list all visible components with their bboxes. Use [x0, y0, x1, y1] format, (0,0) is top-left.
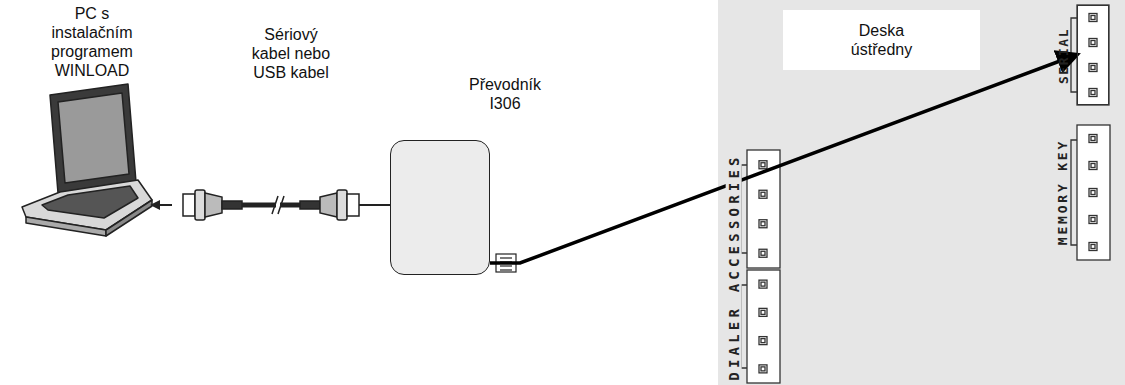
pin-square — [1089, 89, 1097, 97]
connection-arrow — [490, 55, 1076, 263]
pin-square — [761, 310, 765, 314]
connector-label: MEMORY KEY — [1055, 139, 1071, 245]
pin-square — [1089, 14, 1097, 22]
serial-cable — [183, 190, 390, 220]
laptop — [22, 84, 152, 236]
pin-square — [1089, 189, 1097, 197]
serial-connector: SERIAL — [1077, 5, 1109, 105]
pin-square — [761, 367, 765, 371]
pin-square — [1091, 164, 1095, 168]
pin-square — [761, 222, 765, 226]
pin-square — [1091, 66, 1095, 70]
connector-label: DIALER ACCESSORIES — [725, 150, 741, 383]
pin-square — [759, 249, 767, 257]
pin-square — [759, 190, 767, 198]
pin-square — [759, 337, 767, 345]
pin-square — [759, 220, 767, 228]
pin-square — [1091, 191, 1095, 195]
caption-text: Sériový kabel nebo USB kabel — [245, 25, 337, 82]
pin-square — [1091, 218, 1095, 222]
caption-text: PC s instalačním programem WINLOAD — [42, 4, 142, 80]
board-label-box: Deska ústředny — [783, 10, 980, 70]
pin-square — [759, 161, 767, 169]
pin-square — [1089, 64, 1097, 72]
pin-square — [1091, 137, 1095, 141]
pin-square — [759, 280, 767, 288]
board-panel — [718, 0, 1125, 385]
pin-square — [1089, 216, 1097, 224]
pin-square — [1089, 135, 1097, 143]
pin-square — [1089, 162, 1097, 170]
arrow-to-pc — [158, 204, 172, 206]
pin-square — [761, 163, 765, 167]
pin-square — [759, 308, 767, 316]
pin-square — [1091, 245, 1095, 249]
pin-square — [1091, 41, 1095, 45]
node-text: Převodník I306 — [461, 75, 549, 113]
converter-box: Převodník I306 — [390, 140, 490, 275]
node-text: Deska ústředny — [837, 21, 927, 59]
pin-square — [761, 192, 765, 196]
pin-square — [759, 365, 767, 373]
pin-square — [761, 282, 765, 286]
pin-square — [761, 339, 765, 343]
pin-square — [1089, 243, 1097, 251]
node-text: SERIAL — [1056, 28, 1072, 84]
pin-square — [761, 251, 765, 255]
arrow-head — [150, 200, 160, 210]
pin-square — [1091, 16, 1095, 20]
pin-square — [1091, 91, 1095, 95]
pin-square — [1089, 39, 1097, 47]
